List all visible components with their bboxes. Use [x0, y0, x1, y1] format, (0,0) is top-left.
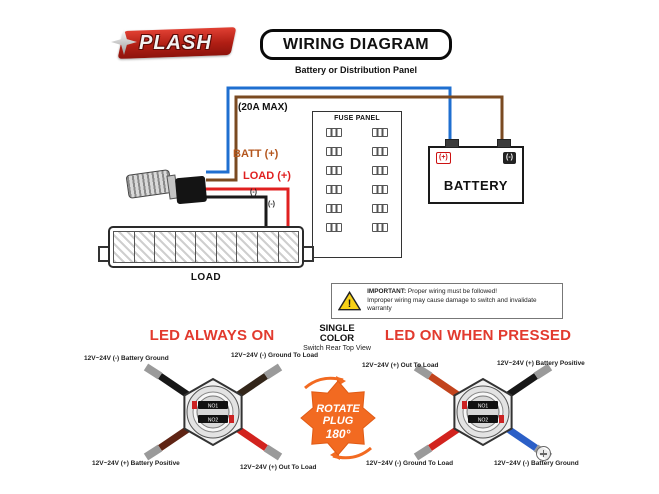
fuse-icon [372, 166, 388, 175]
warning-box: ! IMPORTANT: Proper wiring must be follo… [331, 283, 563, 319]
load-positive-label: LOAD (+) [243, 170, 291, 182]
battery-negative-terminal [497, 139, 511, 148]
battery-label: BATTERY [443, 178, 509, 193]
load-positive-wire [204, 187, 290, 226]
label-right-top-left: 12V~24V (+) Out To Load [362, 362, 439, 369]
fuse-icon [326, 147, 342, 156]
pin-block [468, 401, 498, 409]
diagram-subtitle: Battery or Distribution Panel [294, 65, 418, 75]
wire-tip [413, 444, 433, 461]
label-right-bottom-left: 12V~24V (-) Ground To Load [366, 460, 454, 467]
fuse-grid [313, 122, 401, 232]
label-left-top-left: 12V~24V (-) Battery Ground [84, 355, 169, 362]
page-title-text: WIRING DIAGRAM [282, 35, 430, 53]
led-cell [175, 232, 197, 262]
label-left-bottom-right: 12V~24V (+) Out To Load [240, 464, 317, 471]
switch-rear-view-always-on: NO1 NO2 [143, 363, 283, 461]
amp-rating-label: (20A MAX) [238, 102, 288, 113]
batt-positive-label: BATT (+) [233, 148, 279, 160]
pin-label: NO1 [208, 404, 219, 410]
fuse-icon [372, 128, 388, 137]
negative-label-1: (-) [250, 189, 257, 196]
wire-tip [263, 444, 283, 461]
wire-tip [413, 363, 433, 380]
battery-positive-terminal [445, 139, 459, 148]
plash-logo: PLASH [105, 22, 240, 64]
fuse-panel-label: FUSE PANEL [334, 115, 380, 122]
wire-tip [143, 363, 163, 380]
led-cell [237, 232, 258, 262]
warning-exclamation: ! [348, 298, 352, 310]
fuse-icon [372, 204, 388, 213]
battery-box: (+) (-) BATTERY [428, 139, 524, 204]
pin-mark [462, 401, 467, 409]
fuse-icon [372, 147, 388, 156]
starburst [300, 380, 376, 456]
battery-positive-badge: (+) [436, 152, 451, 164]
fuse-icon [326, 166, 342, 175]
negative-label-2: (-) [268, 201, 275, 208]
wire-tip [263, 363, 283, 380]
rotate-text-1: ROTATE [316, 403, 360, 415]
warning-title: IMPORTANT: [367, 288, 407, 296]
pin-label: NO2 [208, 418, 219, 424]
fuse-icon [326, 128, 342, 137]
load-ground-wire [204, 195, 268, 226]
led-cell [196, 232, 217, 262]
switch-rear-view-caption: Switch Rear Top View [303, 345, 371, 352]
led-light-bar [108, 226, 304, 268]
fuse-icon [372, 185, 388, 194]
pin-mark [229, 415, 234, 423]
fuse-icon [326, 185, 342, 194]
fuse-panel: FUSE PANEL [312, 111, 402, 258]
label-right-top-right: 12V~24V (+) Battery Positive [497, 360, 585, 367]
label-left-top-right: 12V~24V (-) Ground To Load [231, 352, 319, 359]
led-cell [278, 232, 299, 262]
logo-text: PLASH [139, 32, 212, 54]
led-cell [134, 232, 156, 262]
switch-connector [174, 175, 208, 205]
warning-triangle-icon: ! [338, 290, 362, 311]
pin-block [468, 415, 498, 423]
led-cell [155, 232, 176, 262]
led-cell [216, 232, 238, 262]
pin-block [198, 401, 228, 409]
fuse-icon [326, 223, 342, 232]
warning-line2: Improper wiring may cause damage to swit… [367, 296, 537, 313]
switch-rear-view-on-when-pressed: NO1 NO2 [413, 363, 553, 461]
pin-mark [192, 401, 197, 409]
wire-tip [533, 363, 553, 380]
led-on-when-pressed-title: LED ON WHEN PRESSED [384, 327, 572, 344]
label-right-bottom-right: 12V~24V (-) Battery Ground [494, 460, 579, 467]
single-color-line1: SINGLE [319, 323, 355, 334]
pin-mark [499, 415, 504, 423]
fuse-icon [326, 204, 342, 213]
pin-block [198, 415, 228, 423]
rotate-text-2: PLUG [323, 415, 354, 427]
switch-body [125, 169, 173, 199]
page-title: WIRING DIAGRAM [260, 29, 452, 60]
label-left-bottom-left: 12V~24V (+) Battery Positive [92, 460, 180, 467]
led-always-on-title: LED ALWAYS ON [149, 327, 275, 344]
zoom-icon[interactable] [536, 446, 551, 461]
single-color-line2: COLOR [319, 333, 355, 344]
led-cell [114, 232, 135, 262]
rotate-plug-badge: ROTATE PLUG 180° [300, 376, 376, 460]
fuse-icon [372, 223, 388, 232]
led-cell [257, 232, 279, 262]
pin-label: NO2 [478, 418, 489, 424]
wire-tip [143, 444, 163, 461]
load-label: LOAD [190, 272, 222, 283]
warning-text: IMPORTANT: Proper wiring must be followe… [367, 288, 556, 314]
warning-line1: Proper wiring must be followed! [407, 288, 498, 296]
pin-label: NO1 [478, 404, 489, 410]
led-bar-lens [113, 231, 299, 263]
battery-negative-badge: (-) [503, 152, 516, 164]
rotate-text-3: 180° [326, 427, 351, 441]
